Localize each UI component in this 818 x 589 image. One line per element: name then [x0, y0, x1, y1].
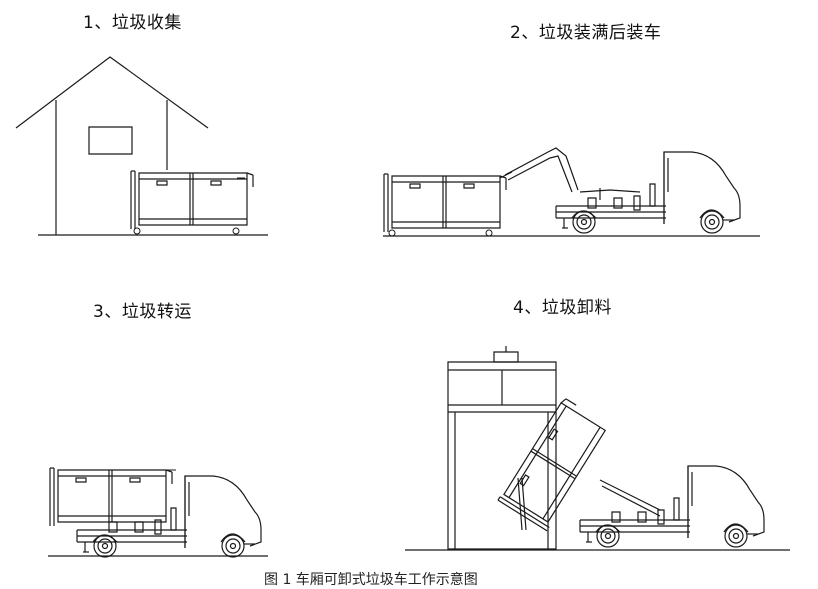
- house-icon: [16, 57, 268, 235]
- scene-collection: [16, 57, 268, 235]
- scene-unloading: [405, 346, 790, 550]
- step-2-label: 2、垃圾装满后装车: [510, 23, 662, 43]
- hook-lift-truck-icon: [497, 396, 765, 548]
- garbage-container-icon: [130, 170, 254, 234]
- hook-lift-truck-icon: [500, 148, 741, 234]
- step-4-label: 4、垃圾卸料: [513, 298, 612, 318]
- step-1-label: 1、垃圾收集: [83, 13, 182, 33]
- scene-loading: [383, 148, 760, 236]
- garbage-container-icon: [383, 173, 507, 236]
- scene-transport: [48, 467, 268, 558]
- step-3-label: 3、垃圾转运: [93, 302, 192, 322]
- unloading-frame-icon: [448, 346, 556, 549]
- hook-lift-truck-icon: [49, 467, 262, 558]
- figure-caption: 图 1 车厢可卸式垃圾车工作示意图: [264, 572, 478, 588]
